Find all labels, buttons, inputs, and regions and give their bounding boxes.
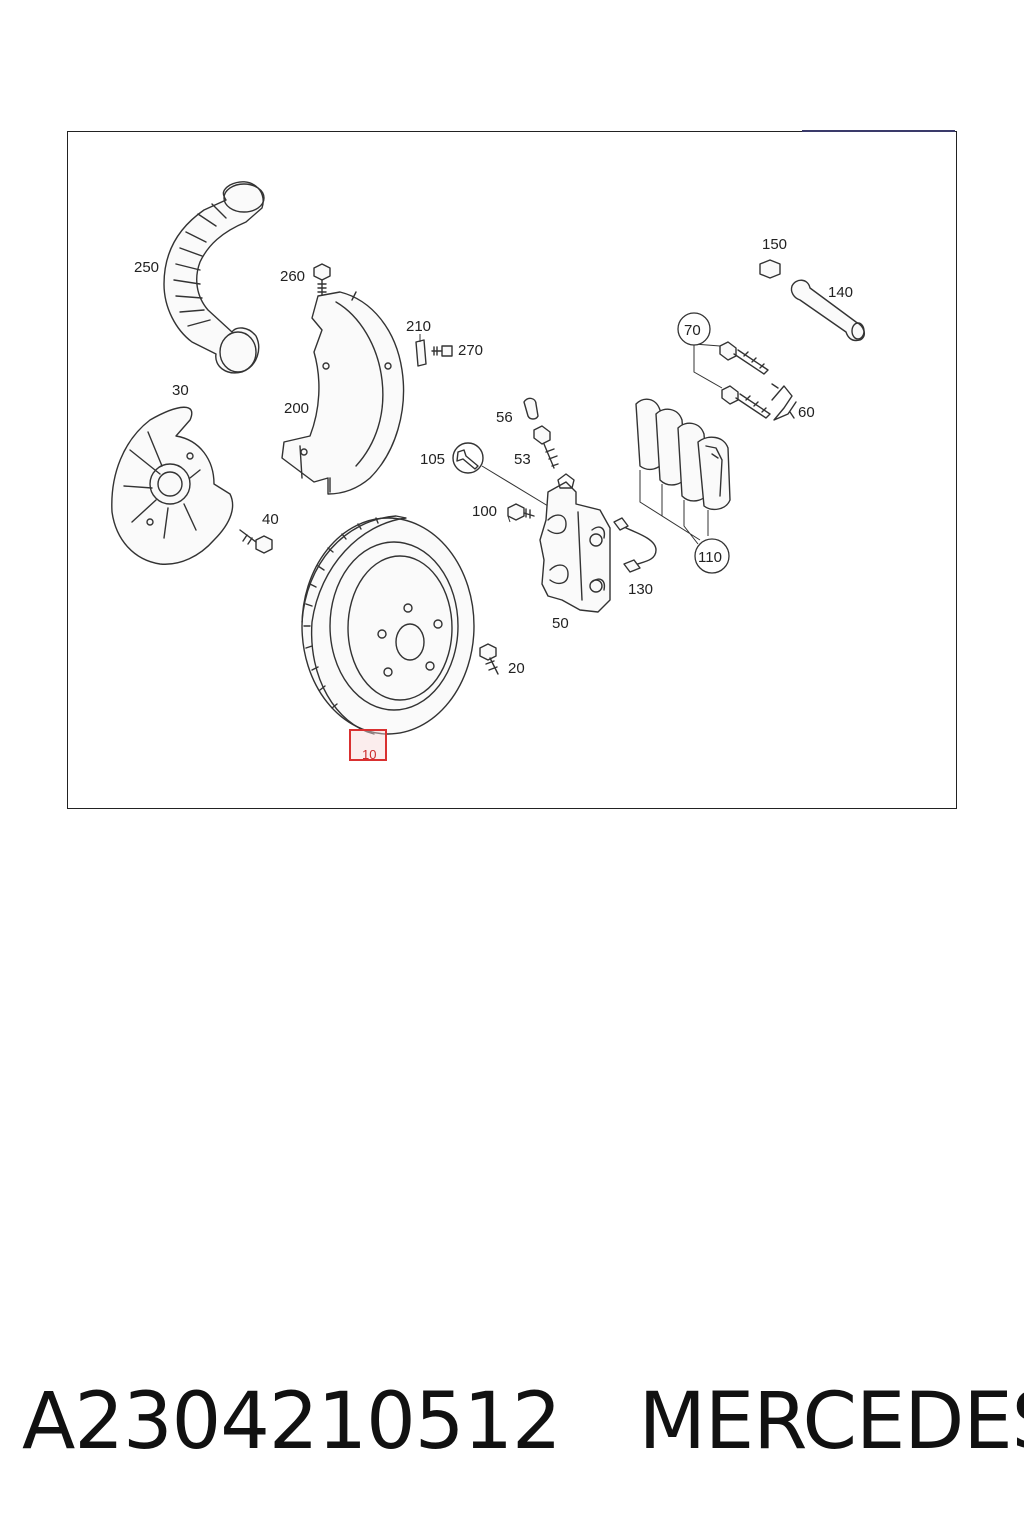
label-70: 70 xyxy=(684,322,701,339)
bolt-270[interactable] xyxy=(431,345,453,357)
dust-cap-56[interactable] xyxy=(523,397,539,420)
highlight-box xyxy=(349,729,387,761)
label-250: 250 xyxy=(134,259,159,276)
backing-plate-30[interactable] xyxy=(111,406,234,565)
splash-shield-200[interactable] xyxy=(281,291,405,495)
air-duct-hose[interactable] xyxy=(163,181,265,374)
label-260: 260 xyxy=(280,268,305,285)
bracket-210[interactable] xyxy=(415,334,427,367)
leader-100 xyxy=(507,515,511,523)
brand-name: MERCEDES xyxy=(638,1377,1024,1467)
label-56: 56 xyxy=(496,409,513,426)
label-150: 150 xyxy=(762,236,787,253)
brake-pads-110[interactable] xyxy=(635,398,731,545)
label-200: 200 xyxy=(284,400,309,417)
label-53: 53 xyxy=(514,451,531,468)
diagram-frame xyxy=(67,131,957,809)
label-10: 10 xyxy=(362,747,376,762)
label-270: 270 xyxy=(458,342,483,359)
callout-circle-110 xyxy=(694,538,730,574)
label-60: 60 xyxy=(798,404,815,421)
wear-sensor-130[interactable] xyxy=(613,517,657,573)
guide-pin-70[interactable] xyxy=(693,341,771,419)
label-210: 210 xyxy=(406,318,431,335)
guide-sleeve-140[interactable] xyxy=(790,279,866,342)
spring-clip-60[interactable] xyxy=(771,383,797,421)
brake-disc-10[interactable] xyxy=(301,515,475,735)
bleeder-screw-53[interactable] xyxy=(533,425,559,469)
label-40: 40 xyxy=(262,511,279,528)
cap-150[interactable] xyxy=(759,259,781,279)
bolt-20[interactable] xyxy=(479,643,499,675)
label-20: 20 xyxy=(508,660,525,677)
label-105: 105 xyxy=(420,451,445,468)
label-30: 30 xyxy=(172,382,189,399)
callout-circle-70 xyxy=(677,312,711,346)
bolt-260[interactable] xyxy=(313,263,331,297)
label-130: 130 xyxy=(628,581,653,598)
part-caption: A2304210512 MERCEDES xyxy=(22,1372,1024,1472)
label-50: 50 xyxy=(552,615,569,632)
bolt-100[interactable] xyxy=(507,503,535,521)
label-110: 110 xyxy=(698,549,722,566)
bolt-40[interactable] xyxy=(239,529,273,554)
label-100: 100 xyxy=(472,503,497,520)
wrench-symbol-105 xyxy=(452,442,549,507)
label-140: 140 xyxy=(828,284,853,301)
brake-caliper-50[interactable] xyxy=(539,473,611,613)
part-number: A2304210512 xyxy=(22,1377,562,1467)
